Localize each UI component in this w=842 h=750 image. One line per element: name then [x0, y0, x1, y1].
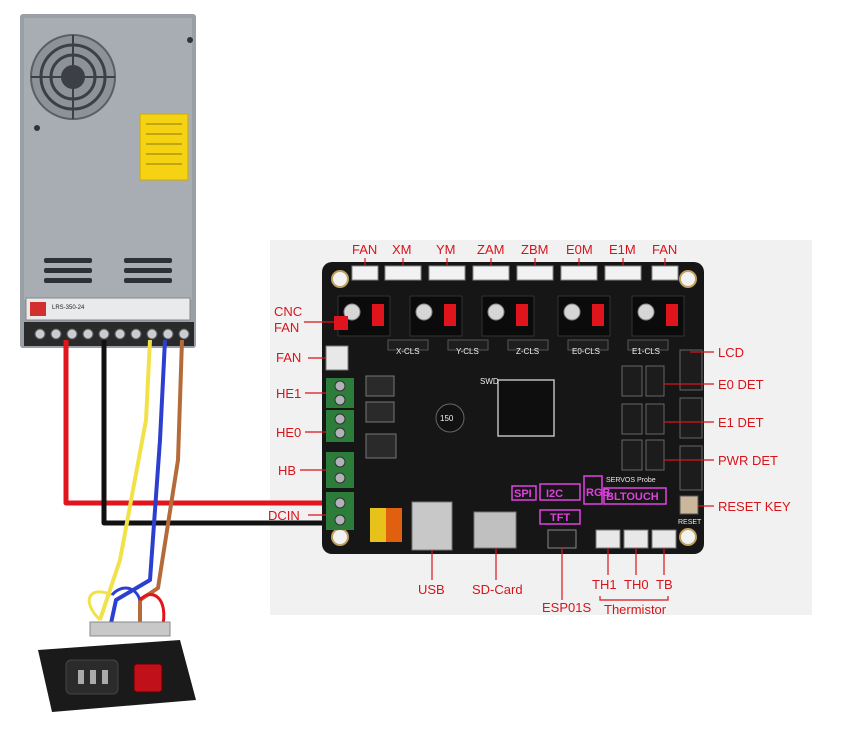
control-board: X-CLS Y-CLS Z-CLS E0-CLS E1-CLS	[322, 262, 704, 554]
th1-connector	[595, 529, 621, 549]
label-lcd: LCD	[718, 345, 744, 360]
wire-earth	[98, 339, 152, 621]
label-pwr-det: PWR DET	[718, 453, 778, 468]
wire-dc-negative	[101, 340, 332, 526]
inductor-label: 150	[440, 414, 454, 423]
pink-highlights	[511, 475, 667, 525]
label-e1-det: E1 DET	[718, 415, 764, 430]
power-supply: LRS-350-24	[20, 14, 196, 348]
right-headers	[621, 349, 703, 491]
psu-nameplate	[25, 297, 191, 321]
label-e0-det: E0 DET	[718, 377, 764, 392]
label-hb: HB	[278, 463, 296, 478]
inductor	[435, 403, 465, 433]
label-zbm: ZBM	[521, 242, 548, 257]
label-fan-top-left: FAN	[352, 242, 377, 257]
label-e0m: E0M	[566, 242, 593, 257]
fuse-orange	[386, 508, 402, 542]
label-sd-card: SD-Card	[472, 582, 523, 597]
label-fan-left: FAN	[276, 350, 301, 365]
warning-sticker	[139, 113, 189, 181]
label-cnc: CNC	[274, 304, 302, 319]
label-cnc-fan: FAN	[274, 320, 299, 335]
vent-slots	[44, 258, 172, 283]
callout-lines	[300, 258, 714, 601]
driver-e0	[557, 295, 611, 337]
swd-label: SWD	[480, 377, 499, 386]
callout-labels: FAN XM YM ZAM ZBM E0M E1M FAN CNC FAN FA…	[268, 242, 791, 617]
fuse-yellow	[370, 508, 386, 542]
driver-z	[481, 295, 535, 337]
label-esp01s: ESP01S	[542, 600, 591, 615]
wire-dc-positive	[63, 340, 332, 506]
y-cls-label: Y-CLS	[456, 347, 479, 356]
bltouch-label: BLTOUCH	[606, 491, 659, 503]
label-zam: ZAM	[477, 242, 504, 257]
sd-card-slot	[473, 511, 517, 549]
spi-label: SPI	[514, 488, 532, 500]
driver-y	[409, 295, 463, 337]
label-th1: TH1	[592, 577, 617, 592]
label-usb: USB	[418, 582, 445, 597]
ac-power-socket	[38, 621, 196, 712]
mcu-chip	[497, 379, 555, 437]
tb-connector	[651, 529, 677, 549]
label-he0: HE0	[276, 425, 301, 440]
usb-port	[411, 501, 453, 551]
brand-logo	[30, 302, 46, 316]
z-cls-label: Z-CLS	[516, 347, 539, 356]
i2c-label: I2C	[546, 488, 563, 500]
th0-connector	[623, 529, 649, 549]
wire-live	[138, 339, 184, 630]
label-dcin: DCIN	[268, 508, 300, 523]
label-fan-top-right: FAN	[652, 242, 677, 257]
esp-header	[547, 529, 577, 549]
left-connectors	[325, 345, 354, 530]
label-e1m: E1M	[609, 242, 636, 257]
psu-model: LRS-350-24	[52, 305, 85, 311]
mosfets	[365, 375, 397, 459]
label-th0: TH0	[624, 577, 649, 592]
label-xm: XM	[392, 242, 412, 257]
endstop-connectors	[387, 339, 669, 351]
label-thermistor: Thermistor	[604, 602, 667, 617]
label-ym: YM	[436, 242, 456, 257]
e0-cls-label: E0-CLS	[572, 347, 600, 356]
power-switch	[133, 663, 163, 693]
tft-label: TFT	[550, 512, 570, 524]
servos-probe-label: SERVOS Probe	[606, 477, 656, 484]
stepper-drivers	[337, 295, 685, 337]
label-tb: TB	[656, 577, 673, 592]
mounting-holes	[331, 270, 697, 546]
label-he1: HE1	[276, 386, 301, 401]
rgb-label: RGB	[586, 487, 611, 499]
driver-e1	[631, 295, 685, 337]
label-reset-key: RESET KEY	[718, 499, 791, 514]
top-connectors	[351, 265, 679, 281]
cnc-fan-jumper	[334, 316, 348, 330]
reset-silk-label: RESET	[678, 519, 702, 526]
e1-cls-label: E1-CLS	[632, 347, 660, 356]
wiring	[63, 339, 332, 631]
wire-neutral	[108, 339, 167, 629]
x-cls-label: X-CLS	[396, 347, 420, 356]
socket-terminals	[89, 621, 171, 637]
reset-button	[679, 495, 699, 515]
